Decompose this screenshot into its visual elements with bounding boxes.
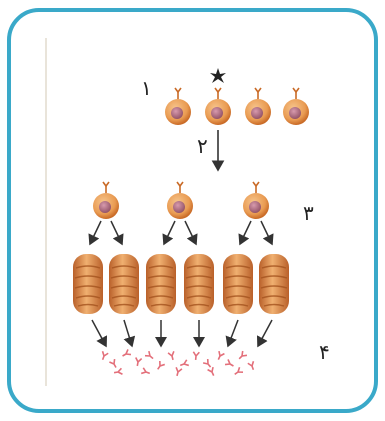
antibody-icon xyxy=(179,360,189,368)
plasma-cell-icon xyxy=(146,254,176,314)
b-lymphocyte-icon xyxy=(167,182,193,219)
antibody-icon xyxy=(216,351,225,361)
plasma-cell-icon xyxy=(223,254,253,314)
antibody-icon xyxy=(237,351,247,361)
b-lymphocyte-icon xyxy=(243,182,269,219)
plasma-cell-icon xyxy=(259,254,289,314)
plasma-cell-icon xyxy=(109,254,139,314)
step-number-2: ۲ xyxy=(197,136,208,156)
antibody-icon xyxy=(225,359,235,368)
antibody-icon xyxy=(193,352,200,360)
antibody-icon xyxy=(174,367,182,376)
antibody-icon xyxy=(168,351,176,360)
b-lymphocyte-icon xyxy=(205,88,231,125)
proliferated-cells xyxy=(93,182,269,219)
step-number-3: ۳ xyxy=(303,203,314,223)
antibody-icon xyxy=(145,351,155,361)
plasma-cell-icon xyxy=(184,254,214,314)
antibody-icon xyxy=(141,368,151,376)
step-number-4: ۴ xyxy=(319,342,330,362)
antibody-icon xyxy=(134,358,141,367)
b-lymphocyte-icon xyxy=(283,88,309,125)
plasma-cell-icon xyxy=(73,254,103,314)
b-lymphocyte-icon xyxy=(165,88,191,125)
plasma-cells xyxy=(73,254,289,314)
b-lymphocyte-icon xyxy=(93,182,119,219)
antibody-icon xyxy=(100,351,108,361)
antibody-icon xyxy=(114,368,123,375)
antibody-icon xyxy=(121,349,131,358)
antibody-icon xyxy=(203,359,213,369)
antibodies xyxy=(100,349,256,376)
antibody-icon xyxy=(233,367,243,377)
antibody-icon xyxy=(248,361,256,371)
step-number-1: ۱ xyxy=(141,78,152,98)
b-lymphocyte-icon xyxy=(245,88,271,125)
antibody-icon xyxy=(208,367,217,377)
resting-b-cells xyxy=(165,88,309,125)
differentiation-arrows xyxy=(90,221,272,244)
secretion-arrows xyxy=(92,320,272,346)
antigen-star-icon xyxy=(210,68,226,83)
antibody-icon xyxy=(155,361,165,371)
antibody-icon xyxy=(109,359,118,369)
